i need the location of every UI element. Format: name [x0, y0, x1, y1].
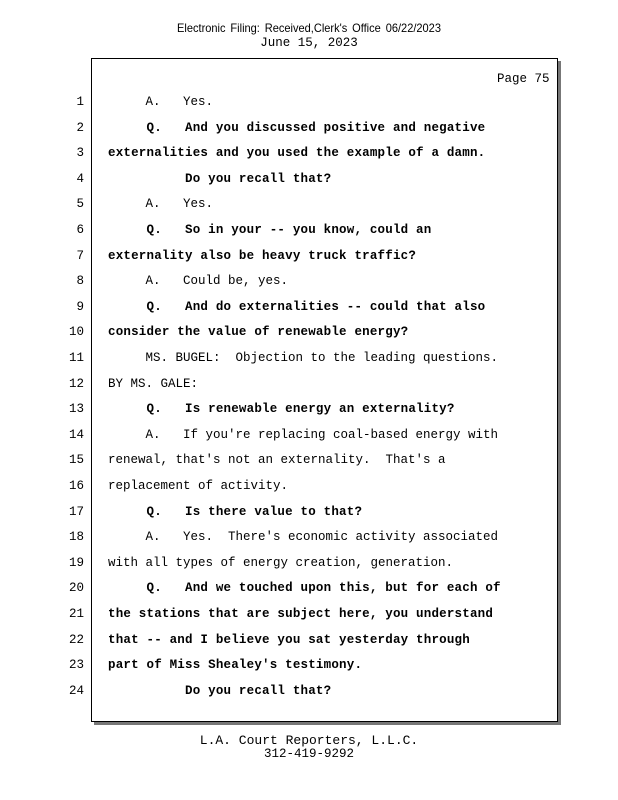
transcript-date: June 15, 2023	[260, 36, 358, 50]
transcript-line: consider the value of renewable energy?	[108, 325, 409, 339]
line-number: 18	[68, 530, 84, 544]
line-number: 2	[76, 121, 84, 135]
line-number: 3	[76, 146, 84, 160]
transcript-page	[91, 58, 558, 722]
transcript-line: with all types of energy creation, gener…	[108, 556, 454, 570]
transcript-line: MS. BUGEL: Objection to the leading ques…	[108, 351, 499, 365]
transcript-line: Q. So in your -- you know, could an	[108, 223, 432, 237]
line-number: 4	[76, 172, 84, 186]
line-number: 23	[68, 658, 84, 672]
transcript-line: Q. And we touched upon this, but for eac…	[108, 581, 501, 595]
line-number: 12	[68, 377, 84, 391]
line-number: 5	[76, 197, 84, 211]
transcript-line: Do you recall that?	[108, 172, 332, 186]
line-number: 11	[68, 351, 84, 365]
transcript-line: BY MS. GALE:	[108, 377, 199, 391]
reporter-phone: 312-419-9292	[263, 747, 354, 761]
transcript-line: A. Could be, yes.	[108, 274, 289, 288]
reporter-company: L.A. Court Reporters, L.L.C.	[199, 733, 419, 748]
line-number: 9	[76, 300, 84, 314]
line-number: 24	[68, 684, 84, 698]
transcript-line: the stations that are subject here, you …	[108, 607, 494, 621]
transcript-line: replacement of activity.	[108, 479, 289, 493]
transcript-line: externalities and you used the example o…	[108, 146, 486, 160]
transcript-line: Q. And you discussed positive and negati…	[108, 121, 486, 135]
line-number: 21	[68, 607, 84, 621]
transcript-line: Do you recall that?	[108, 684, 332, 698]
transcript-line: A. Yes.	[108, 95, 214, 109]
line-number: 6	[76, 223, 84, 237]
transcript-line: A. If you're replacing coal-based energy…	[108, 428, 499, 442]
transcript-line: part of Miss Shealey's testimony.	[108, 658, 363, 672]
line-number: 16	[68, 479, 84, 493]
page-number: Page 75	[497, 72, 550, 86]
transcript-line: Q. Is there value to that?	[108, 505, 363, 519]
filing-stamp: Electronic Filing: Received,Clerk's Offi…	[177, 21, 441, 35]
transcript-line: Q. Is renewable energy an externality?	[108, 402, 455, 416]
transcript-line: externality also be heavy truck traffic?	[108, 249, 417, 263]
line-number: 13	[68, 402, 84, 416]
line-number: 20	[68, 581, 84, 595]
transcript-line: Q. And do externalities -- could that al…	[108, 300, 486, 314]
transcript-line: A. Yes.	[108, 197, 214, 211]
line-number: 19	[68, 556, 84, 570]
transcript-line: that -- and I believe you sat yesterday …	[108, 633, 470, 647]
line-number: 17	[68, 505, 84, 519]
transcript-line: A. Yes. There's economic activity associ…	[108, 530, 499, 544]
line-number: 10	[68, 325, 84, 339]
line-number: 22	[68, 633, 84, 647]
line-number: 7	[76, 249, 84, 263]
line-number: 8	[76, 274, 84, 288]
line-number: 14	[68, 428, 84, 442]
line-number: 1	[76, 95, 84, 109]
line-number: 15	[68, 453, 84, 467]
transcript-line: renewal, that's not an externality. That…	[108, 453, 446, 467]
